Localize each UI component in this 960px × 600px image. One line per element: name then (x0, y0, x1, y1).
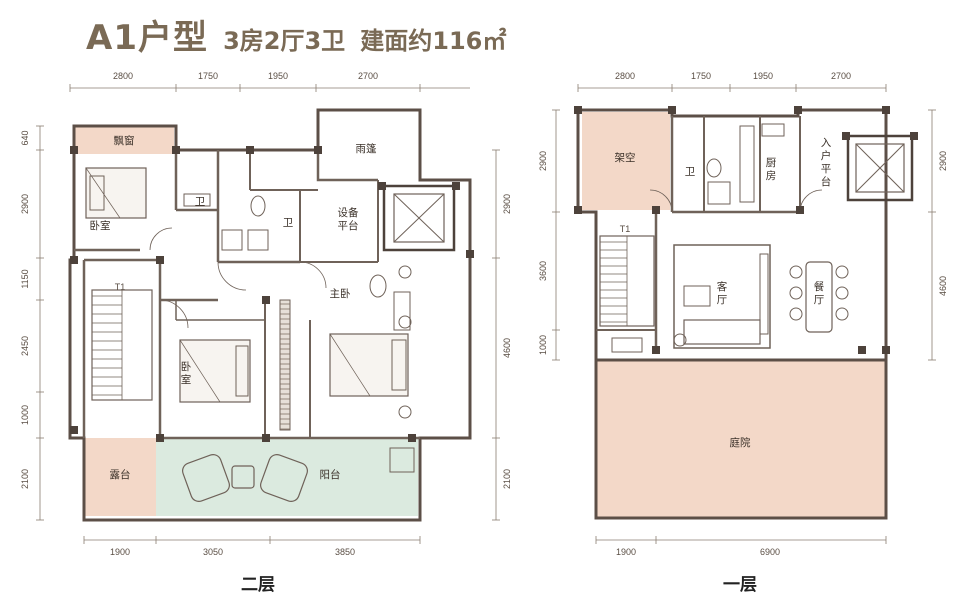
f2-room-balcony: 阳台 (320, 468, 341, 481)
f2-room-bedroom2: 卧室 (181, 360, 192, 386)
balcony-fill (156, 438, 418, 516)
f2-room-stair: T1 (115, 282, 126, 292)
f1-top-dim-3: 2700 (831, 71, 851, 81)
second-floor-dimension-lines (36, 84, 500, 544)
f2-top-dim-3: 2700 (358, 71, 378, 81)
f2-left-dim-1: 2900 (20, 194, 30, 214)
f1-room-dining: 餐厅 (814, 280, 825, 306)
f2-bottom-dim-1: 3050 (203, 547, 223, 557)
f2-top-dim-0: 2800 (113, 71, 133, 81)
f1-left-dim-2: 1000 (538, 335, 548, 355)
first-floor-label: 一层 (723, 575, 757, 595)
f2-room-master: 主卧 (330, 287, 351, 300)
f2-bottom-dim-0: 1900 (110, 547, 130, 557)
first-floor-dimension-lines (552, 84, 936, 544)
f1-top-dim-0: 2800 (615, 71, 635, 81)
f2-room-bath1: 卫 (195, 196, 206, 208)
courtyard-fill (596, 360, 886, 518)
f1-room-bath: 卫 (685, 166, 696, 178)
f2-right-dim-0: 2900 (502, 194, 512, 214)
f1-right-dim-0: 2900 (938, 151, 948, 171)
f1-left-dim-1: 3600 (538, 261, 548, 281)
f1-bottom-dim-0: 1900 (616, 547, 636, 557)
f2-left-dim-0: 640 (20, 130, 30, 145)
f2-right-dim-2: 2100 (502, 469, 512, 489)
f1-room-stair: T1 (620, 224, 631, 234)
f1-top-dim-1: 1750 (691, 71, 711, 81)
f1-bottom-dim-1: 6900 (760, 547, 780, 557)
terrace-fill (84, 438, 156, 516)
f1-left-dim-0: 2900 (538, 151, 548, 171)
f2-left-dim-3: 2450 (20, 336, 30, 356)
f2-room-bay-window: 飘窗 (114, 134, 135, 147)
second-floor-plan (68, 108, 474, 522)
f2-room-bath2: 卫 (283, 217, 294, 229)
first-floor-dimension-labels: 2800 1750 1950 2700 1900 6900 2900 3600 … (538, 71, 948, 557)
first-floor-room-labels: 架空 卫 厨房 入户平台 客厅 餐厅 庭院 T1 (615, 137, 832, 449)
f2-right-dim-1: 4600 (502, 338, 512, 358)
bay-window-fill (74, 126, 174, 154)
f2-left-dim-5: 2100 (20, 469, 30, 489)
plan-title: A1户型 3房2厅3卫 建面约116㎡ (86, 10, 506, 59)
f2-left-dim-4: 1000 (20, 405, 30, 425)
f1-room-entry: 入户平台 (821, 137, 832, 188)
f1-room-courtyard: 庭院 (730, 436, 751, 449)
f2-room-canopy: 雨篷 (356, 142, 377, 155)
second-floor-dimension-labels: 2800 1750 1950 2700 1900 3050 3850 640 2… (20, 71, 512, 557)
second-floor-label: 二层 (241, 575, 275, 595)
plan-layout: 3房2厅3卫 (223, 27, 346, 55)
f1-room-living: 客厅 (717, 280, 728, 306)
second-floor-room-labels: 飘窗 卧室 卫 卫 雨篷 设备平台 主卧 卧室 露台 阳台 T1 (90, 134, 377, 481)
f2-left-dim-2: 1150 (20, 269, 30, 288)
f2-top-dim-2: 1950 (268, 71, 288, 81)
f1-top-dim-2: 1950 (753, 71, 773, 81)
f1-right-dim-1: 4600 (938, 276, 948, 296)
f2-top-dim-1: 1750 (198, 71, 218, 81)
first-floor-plan (574, 106, 918, 520)
overhead-fill (582, 112, 670, 210)
plan-name: A1户型 (86, 18, 208, 58)
f2-room-equipment: 设备平台 (338, 206, 359, 232)
f2-room-bedroom1: 卧室 (90, 219, 111, 232)
f1-room-kitchen: 厨房 (766, 157, 777, 182)
f2-room-terrace: 露台 (110, 468, 131, 481)
plan-area: 建面约116㎡ (360, 27, 507, 55)
f2-bottom-dim-2: 3850 (335, 547, 355, 557)
f1-room-overhead: 架空 (615, 151, 636, 164)
